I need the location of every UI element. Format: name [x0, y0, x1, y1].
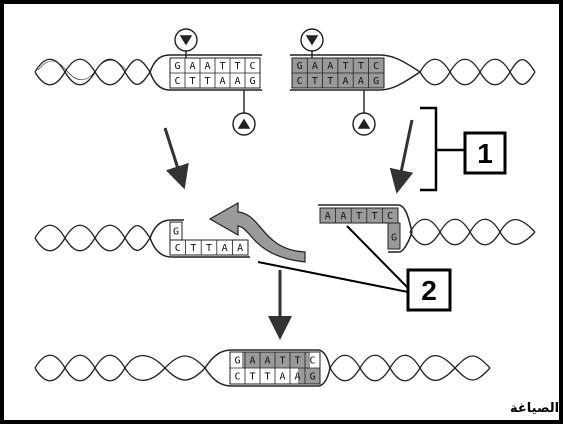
base-letter: C	[387, 211, 393, 222]
base-letter: C	[175, 243, 181, 254]
base-letter: G	[297, 61, 303, 72]
base-letter: A	[237, 243, 243, 254]
base-letter: T	[264, 372, 270, 383]
base-letter: A	[234, 76, 240, 87]
base-letter: A	[343, 76, 349, 87]
arrow-right-down	[389, 119, 414, 194]
enzyme-icon-top-right	[300, 28, 324, 58]
base-letter: C	[174, 76, 180, 87]
base-letter: G	[234, 356, 240, 367]
base-letter: A	[325, 211, 331, 222]
base-letter: T	[356, 211, 362, 222]
base-letter: G	[173, 227, 179, 238]
base-letter: C	[234, 372, 240, 383]
base-letter: T	[189, 76, 195, 87]
base-letter: T	[343, 61, 349, 72]
base-letter: C	[373, 61, 379, 72]
base-letter: A	[189, 61, 195, 72]
base-letter: A	[327, 61, 333, 72]
bracket-1	[420, 106, 465, 192]
base-letter: T	[358, 61, 364, 72]
base-letter: T	[190, 243, 196, 254]
base-letter: T	[372, 211, 378, 222]
base-letter: A	[340, 211, 346, 222]
base-letter: G	[309, 372, 315, 383]
enzyme-icon-top-left-lower	[232, 90, 256, 136]
base-letter: A	[204, 61, 210, 72]
base-letter: A	[358, 76, 364, 87]
enzyme-icon-top-right-lower	[352, 90, 376, 136]
callout-label-2: 2	[421, 275, 437, 306]
base-letter: G	[174, 61, 180, 72]
base-letter: A	[222, 243, 228, 254]
arrow-left-down	[163, 127, 189, 190]
helix-middle-left	[34, 224, 151, 252]
base-letter: T	[249, 372, 255, 383]
base-letter: A	[294, 372, 300, 383]
caption: DNA معاد الصياغة	[510, 401, 563, 416]
curved-insert-arrow	[208, 201, 306, 263]
base-letter: A	[219, 76, 225, 87]
base-letter: A	[279, 372, 285, 383]
base-letter: T	[219, 61, 225, 72]
base-letter: T	[206, 243, 212, 254]
base-letter: C	[309, 356, 315, 367]
base-letter: G	[249, 76, 255, 87]
helix-middle-right	[409, 218, 536, 246]
base-letter: T	[312, 76, 318, 87]
base-letter: T	[279, 356, 285, 367]
base-letter: C	[297, 76, 303, 87]
pointer-2a	[257, 261, 409, 293]
callout-box-1	[463, 131, 507, 175]
base-letter: A	[249, 356, 255, 367]
helix-bottom-right	[329, 354, 491, 382]
base-letter: T	[204, 76, 210, 87]
base-letter: C	[249, 61, 255, 72]
base-letter: T	[294, 356, 300, 367]
base-letter: G	[391, 233, 397, 244]
helix-top-right	[419, 58, 536, 86]
pointer-2b	[346, 225, 409, 289]
enzyme-icon-top-left	[174, 28, 198, 58]
base-letter: T	[327, 76, 333, 87]
helix-bottom-left	[34, 354, 206, 382]
base-letter: A	[312, 61, 318, 72]
helix-top-left	[34, 58, 151, 86]
base-letter: G	[373, 76, 379, 87]
callout-label-1: 1	[477, 138, 493, 169]
base-letter: A	[264, 356, 270, 367]
callout-box-2	[406, 268, 452, 312]
base-letter: T	[234, 61, 240, 72]
